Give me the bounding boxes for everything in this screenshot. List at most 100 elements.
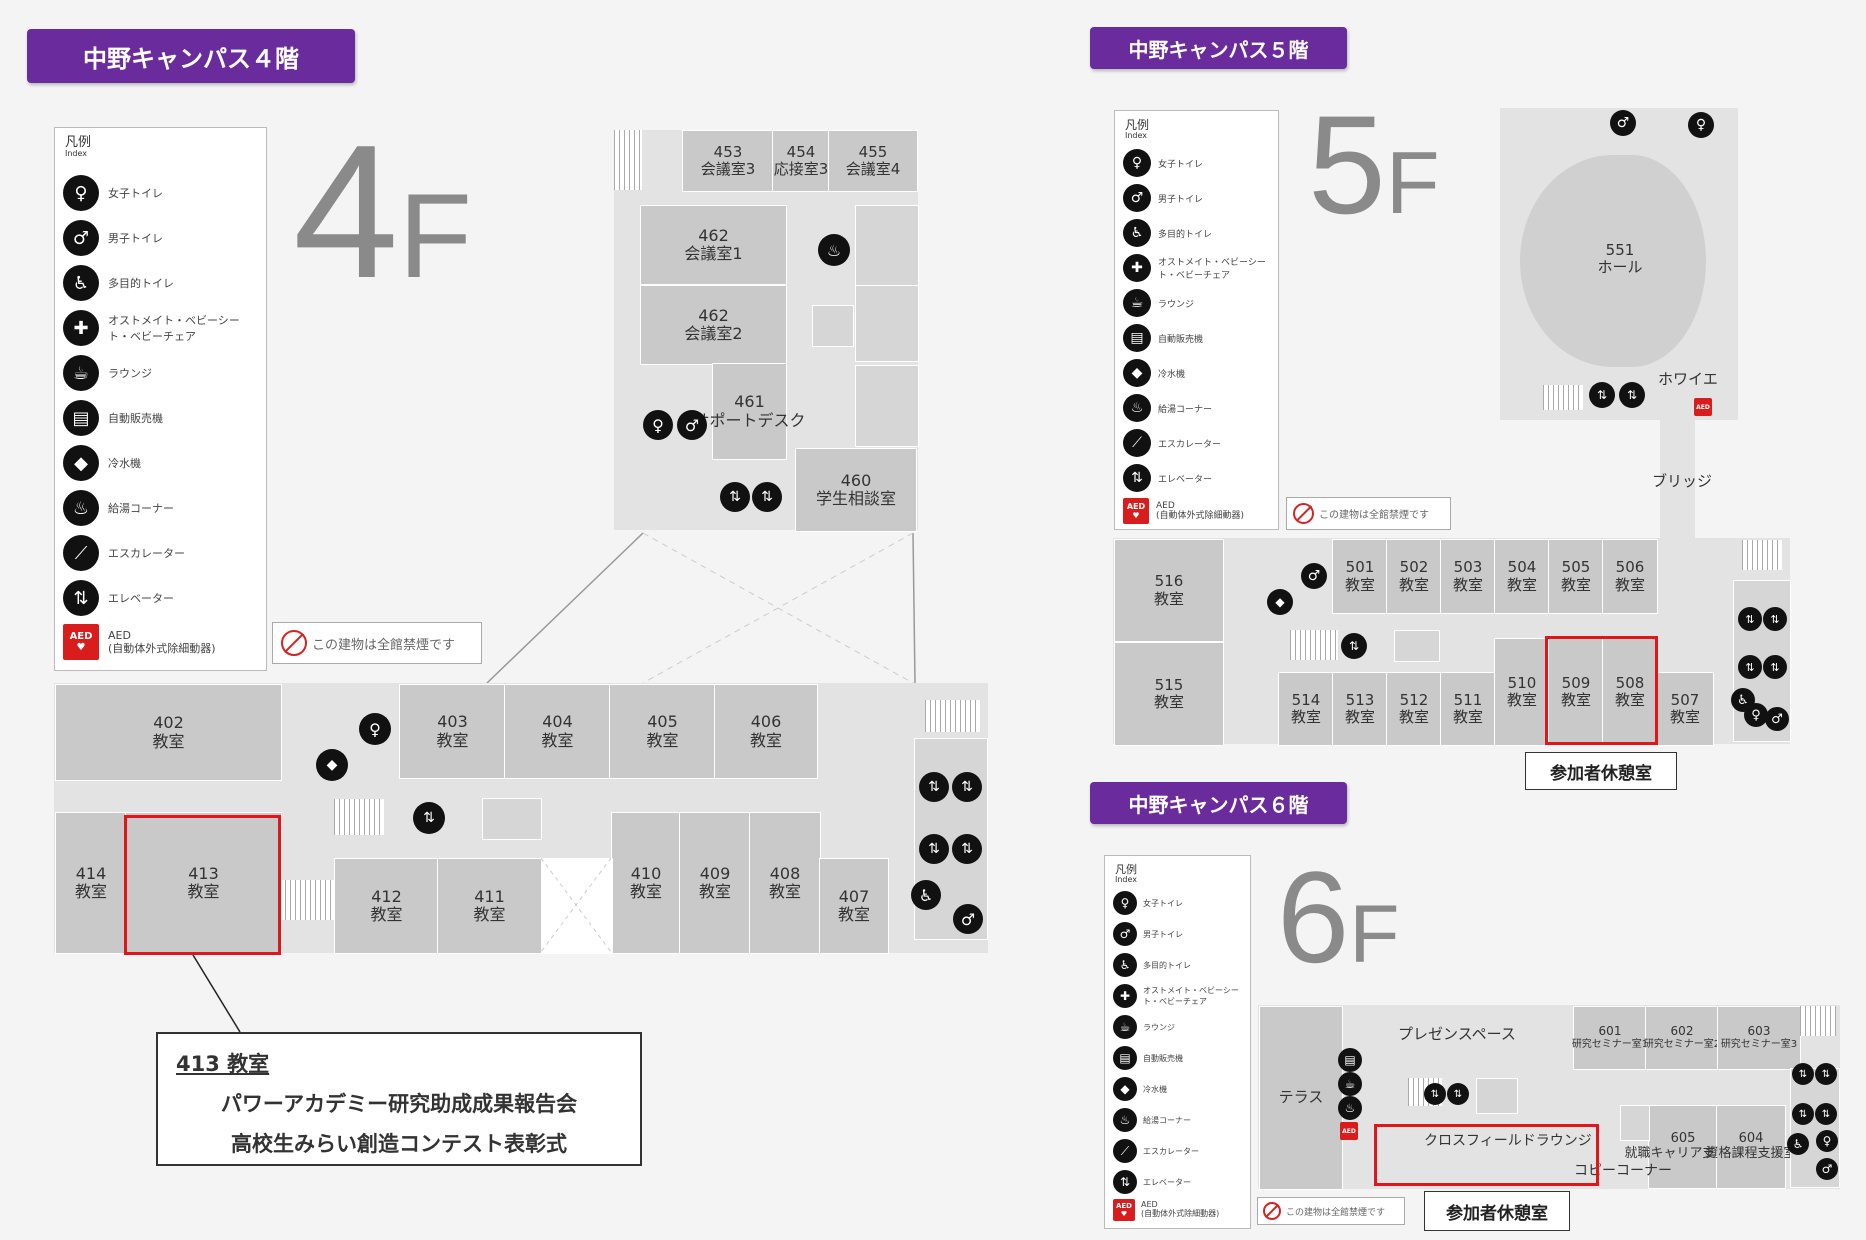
hot-water-icon: ♨ [1123, 394, 1151, 422]
mens-restroom-icon: ♂ [677, 410, 707, 440]
escalator-icon: ⟋ [1123, 429, 1151, 457]
legend-item-water-cooler: ◆冷水機 [63, 445, 141, 481]
foyer-label: ホワイエ [1658, 370, 1718, 388]
womens-restroom-icon: ♀ [63, 175, 99, 211]
lounge-icon: ☕ [1123, 289, 1151, 317]
legend-label: エレベーター [108, 592, 174, 605]
rest-room-tag-5f: 参加者休憩室 [1525, 752, 1677, 790]
womens-restroom-icon: ♀ [1123, 149, 1151, 177]
hot-water-icon: ♨ [1113, 1108, 1137, 1132]
floor4-title: 中野キャンパス４階 [27, 29, 355, 83]
elevator-icon: ⇅ [720, 482, 750, 512]
legend-label: 多目的トイレ [108, 277, 174, 290]
floor4-label: 4F [293, 106, 472, 318]
womens-restroom-icon: ♀ [1113, 891, 1137, 915]
elevator-icon: ⇅ [1763, 655, 1787, 679]
legend-label: 冷水機 [108, 457, 141, 470]
legend-item-mens-restroom: ♂男子トイレ [1113, 922, 1183, 946]
legend-item-ostomate: ✚オストメイト・ベビーシート・ベビーチェア [1113, 984, 1243, 1008]
stairs [614, 130, 642, 190]
stairs [334, 799, 384, 835]
floor5-label: 5F [1308, 86, 1440, 243]
legend-label: AED [108, 628, 131, 642]
legend-item-vending: ▤自動販売機 [63, 400, 163, 436]
no-smoking-icon [281, 630, 307, 656]
callout-line1: パワーアカデミー研究助成成果報告会 [220, 1092, 578, 1116]
mens-restroom-icon: ♂ [1301, 563, 1327, 589]
accessible-restroom-icon: ♿ [911, 880, 941, 910]
elevator-icon: ⇅ [1589, 382, 1615, 408]
accessible-restroom-icon: ♿ [1123, 219, 1151, 247]
lounge-icon: ☕ [1113, 1015, 1137, 1039]
legend-item-lounge: ☕ラウンジ [63, 355, 152, 391]
mens-restroom-icon: ♂ [63, 220, 99, 256]
legend-item-aed: AED♥AED(自動体外式除細動器) [1123, 498, 1244, 524]
legend-item-accessible-restroom: ♿多目的トイレ [1113, 953, 1191, 977]
womens-restroom-icon: ♀ [1744, 703, 1768, 727]
legend-item-womens-restroom: ♀女子トイレ [1123, 149, 1203, 177]
legend-label: (自動体外式除細動器) [108, 642, 216, 655]
aed-icon: AED [1694, 398, 1712, 416]
womens-restroom-icon: ♀ [1688, 112, 1714, 138]
elevator-icon: ⇅ [1815, 1063, 1837, 1085]
legend-label: エスカレーター [108, 547, 185, 560]
elevator-icon: ⇅ [919, 834, 949, 864]
water-cooler-icon: ◆ [316, 749, 348, 781]
lounge-icon: ☕ [1338, 1072, 1362, 1096]
legend-item-accessible-restroom: ♿多目的トイレ [1123, 219, 1212, 247]
rest-room-tag-6f: 参加者休憩室 [1424, 1191, 1570, 1231]
legend-label: 給湯コーナー [108, 502, 174, 515]
aed-icon: AED [1340, 1122, 1358, 1140]
elevator-icon: ⇅ [1738, 607, 1762, 631]
accessible-restroom-icon: ♿ [1113, 953, 1137, 977]
no-smoking-icon [1263, 1202, 1281, 1220]
legend-item-ostomate: ✚オストメイト・ベビーシート・ベビーチェア [63, 310, 258, 346]
legend-item-hot-water: ♨給湯コーナー [1113, 1108, 1191, 1132]
legend-item-elevator: ⇅エレベーター [1113, 1170, 1191, 1194]
no-smoking-notice-5f: この建物は全館禁煙です [1286, 497, 1451, 530]
highlight-room-413 [124, 815, 281, 955]
elevator-icon: ⇅ [919, 772, 949, 802]
aed-icon: AED♥ [1123, 498, 1149, 524]
bridge-label: ブリッジ [1652, 472, 1713, 490]
no-smoking-notice-4f: この建物は全館禁煙です [272, 622, 482, 664]
legend-label: 男子トイレ [108, 232, 163, 245]
vending-machine-icon: ▤ [1113, 1046, 1137, 1070]
hall-551 [1520, 155, 1706, 367]
elevator-icon: ⇅ [1123, 464, 1151, 492]
room-small [855, 205, 919, 287]
ostomate-baby-icon: ✚ [1113, 984, 1137, 1008]
hot-water-icon: ♨ [818, 234, 850, 266]
aed-icon: AED♥ [63, 624, 99, 660]
floor6-title: 中野キャンパス６階 [1090, 782, 1347, 824]
legend-item-aed: AED♥ AED(自動体外式除細動器) [63, 624, 216, 660]
room-small [855, 365, 919, 447]
highlight-cross-field-lounge [1374, 1124, 1599, 1186]
elevator-icon: ⇅ [952, 772, 982, 802]
accessible-restroom-icon: ♿ [1787, 1133, 1809, 1155]
